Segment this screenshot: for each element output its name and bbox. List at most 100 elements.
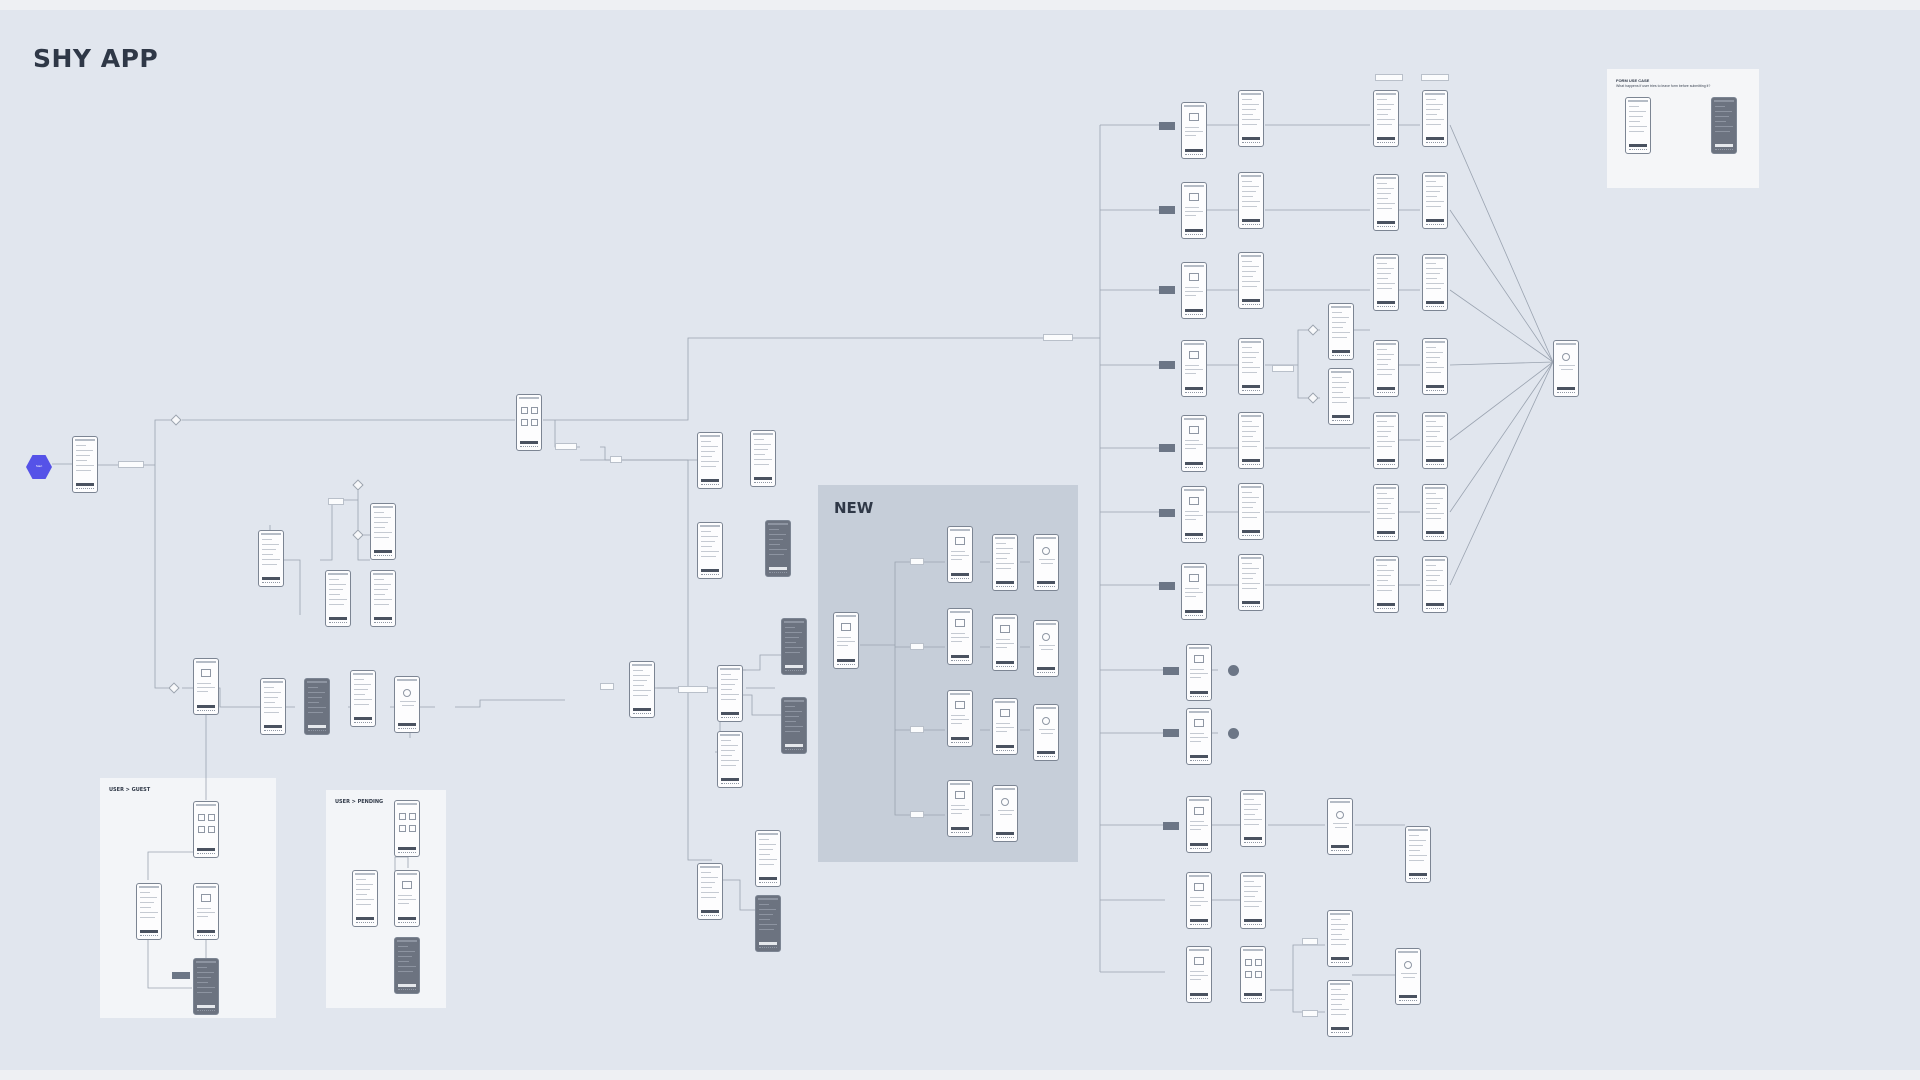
screen-frame[interactable] bbox=[1373, 556, 1399, 613]
screen-frame[interactable] bbox=[1373, 254, 1399, 311]
screen-frame[interactable] bbox=[1033, 620, 1059, 677]
screen-frame[interactable] bbox=[697, 863, 723, 920]
screen-frame[interactable] bbox=[1328, 368, 1354, 425]
screen-frame[interactable] bbox=[350, 670, 376, 727]
screen-frame[interactable] bbox=[193, 958, 219, 1015]
screen-frame[interactable] bbox=[1238, 554, 1264, 611]
screen-frame[interactable] bbox=[755, 895, 781, 952]
screen-frame[interactable] bbox=[947, 690, 973, 747]
tab-bar bbox=[1037, 755, 1055, 759]
screen-frame[interactable] bbox=[1238, 412, 1264, 469]
screen-frame[interactable] bbox=[1186, 946, 1212, 1003]
tab-bar bbox=[1190, 847, 1208, 851]
screen-frame[interactable] bbox=[765, 520, 791, 577]
screen-frame[interactable] bbox=[1238, 483, 1264, 540]
screen-frame[interactable] bbox=[193, 658, 219, 715]
screen-frame[interactable] bbox=[1181, 182, 1207, 239]
screen-frame[interactable] bbox=[1422, 556, 1448, 613]
screen-frame[interactable] bbox=[1186, 708, 1212, 765]
screen-frame[interactable] bbox=[1373, 90, 1399, 147]
text-line bbox=[785, 642, 796, 643]
screen-frame[interactable] bbox=[1186, 872, 1212, 929]
screen-frame[interactable] bbox=[394, 676, 420, 733]
screen-frame[interactable] bbox=[260, 678, 286, 735]
screen-frame[interactable] bbox=[1373, 174, 1399, 231]
screen-frame[interactable] bbox=[1422, 254, 1448, 311]
screen-frame[interactable] bbox=[1181, 415, 1207, 472]
screen-frame[interactable] bbox=[781, 697, 807, 754]
screen-frame[interactable] bbox=[1373, 412, 1399, 469]
screen-frame[interactable] bbox=[1033, 534, 1059, 591]
screen-frame[interactable] bbox=[1373, 484, 1399, 541]
screen-frame[interactable] bbox=[1422, 90, 1448, 147]
screen-frame[interactable] bbox=[352, 870, 378, 927]
image-placeholder-icon bbox=[1189, 113, 1199, 121]
screen-frame[interactable] bbox=[992, 534, 1018, 591]
screen-frame[interactable] bbox=[1327, 910, 1353, 967]
screen-frame[interactable] bbox=[947, 780, 973, 837]
screen-frame[interactable] bbox=[1422, 172, 1448, 229]
screen-frame[interactable] bbox=[1240, 946, 1266, 1003]
screen-frame[interactable] bbox=[1238, 338, 1264, 395]
text-line bbox=[1426, 206, 1441, 207]
screen-frame[interactable] bbox=[1405, 826, 1431, 883]
status-bar bbox=[1376, 343, 1396, 345]
screen-frame[interactable] bbox=[1327, 980, 1353, 1037]
screen-frame[interactable] bbox=[1553, 340, 1579, 397]
screen-frame[interactable] bbox=[717, 665, 743, 722]
screen-frame[interactable] bbox=[1181, 340, 1207, 397]
screen-frame[interactable] bbox=[992, 698, 1018, 755]
screen-frame[interactable] bbox=[394, 800, 420, 857]
screen-frame[interactable] bbox=[1711, 97, 1737, 154]
group-user-pending: USER > PENDING bbox=[326, 790, 446, 1008]
screen-frame[interactable] bbox=[717, 731, 743, 788]
screen-frame[interactable] bbox=[1422, 412, 1448, 469]
screen-frame[interactable] bbox=[394, 937, 420, 994]
screen-frame[interactable] bbox=[1181, 102, 1207, 159]
screen-frame[interactable] bbox=[755, 830, 781, 887]
screen-frame[interactable] bbox=[947, 608, 973, 665]
screen-frame[interactable] bbox=[1328, 303, 1354, 360]
screen-frame[interactable] bbox=[370, 503, 396, 560]
screen-frame[interactable] bbox=[516, 394, 542, 451]
screen-frame[interactable] bbox=[1181, 486, 1207, 543]
screen-frame[interactable] bbox=[193, 883, 219, 940]
screen-frame[interactable] bbox=[697, 522, 723, 579]
screen-frame[interactable] bbox=[1240, 872, 1266, 929]
screen-frame[interactable] bbox=[136, 883, 162, 940]
screen-frame[interactable] bbox=[1181, 563, 1207, 620]
screen-frame[interactable] bbox=[72, 436, 98, 493]
screen-frame[interactable] bbox=[1625, 97, 1651, 154]
screen-frame[interactable] bbox=[781, 618, 807, 675]
screen-frame[interactable] bbox=[1033, 704, 1059, 761]
screen-frame[interactable] bbox=[394, 870, 420, 927]
screen-frame[interactable] bbox=[1327, 798, 1353, 855]
screen-frame[interactable] bbox=[304, 678, 330, 735]
screen-frame[interactable] bbox=[1422, 338, 1448, 395]
screen-frame[interactable] bbox=[833, 612, 859, 669]
screen-frame[interactable] bbox=[629, 661, 655, 718]
screen-frame[interactable] bbox=[193, 801, 219, 858]
screen-frame[interactable] bbox=[947, 526, 973, 583]
success-check-icon bbox=[403, 689, 411, 697]
screen-frame[interactable] bbox=[1422, 484, 1448, 541]
screen-frame[interactable] bbox=[750, 430, 776, 487]
screen-frame[interactable] bbox=[1181, 262, 1207, 319]
screen-frame[interactable] bbox=[258, 530, 284, 587]
screen-frame[interactable] bbox=[1238, 252, 1264, 309]
tab-bar bbox=[329, 621, 347, 625]
screen-frame[interactable] bbox=[1373, 340, 1399, 397]
screen-frame[interactable] bbox=[697, 432, 723, 489]
screen-frame[interactable] bbox=[992, 614, 1018, 671]
screen-frame[interactable] bbox=[1238, 172, 1264, 229]
screen-frame[interactable] bbox=[1186, 644, 1212, 701]
screen-frame[interactable] bbox=[1395, 948, 1421, 1005]
screen-frame[interactable] bbox=[1240, 790, 1266, 847]
screen-frame[interactable] bbox=[992, 785, 1018, 842]
screen-frame[interactable] bbox=[1238, 90, 1264, 147]
screen-frame[interactable] bbox=[1186, 796, 1212, 853]
screen-frame[interactable] bbox=[370, 570, 396, 627]
screen-frame[interactable] bbox=[325, 570, 351, 627]
text-line bbox=[140, 892, 150, 893]
